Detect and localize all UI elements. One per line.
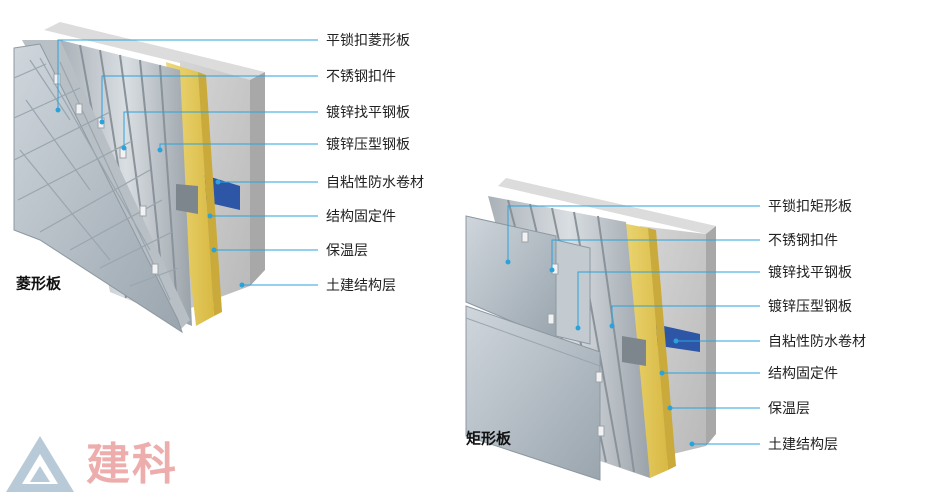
right-label-4: 自粘性防水卷材 (768, 334, 866, 350)
left-leader-2 (123, 111, 318, 148)
left-label-1: 不锈钢扣件 (326, 69, 396, 85)
right-label-2: 镀锌找平钢板 (768, 265, 852, 281)
left-concrete-face (250, 72, 265, 286)
right-clips (521, 231, 605, 437)
right-wall-diagram (465, 178, 716, 481)
left-label-7: 土建结构层 (326, 278, 396, 294)
left-concrete-top (44, 22, 265, 80)
right-leader-3 (611, 305, 760, 326)
left-label-6: 保温层 (326, 243, 368, 259)
left-label-5: 结构固定件 (326, 209, 396, 225)
right-leader-1 (551, 239, 760, 270)
right-label-5: 结构固定件 (768, 366, 838, 382)
left-rhombus-panels (13, 43, 183, 334)
right-label-7: 土建结构层 (768, 437, 838, 453)
right-leader-0 (507, 205, 760, 262)
left-label-3: 镀锌压型钢板 (326, 137, 410, 153)
left-leader-dots (55, 107, 245, 288)
left-insulation-side (198, 72, 222, 316)
triangle-logo-icon (6, 436, 74, 492)
right-leader-lines (507, 205, 760, 445)
right-label-0: 平锁扣矩形板 (768, 199, 852, 215)
left-title: 菱形板 (16, 274, 62, 293)
right-label-6: 保温层 (768, 401, 810, 417)
left-label-0: 平锁扣菱形板 (326, 33, 410, 49)
right-label-3: 镀锌压型钢板 (768, 299, 852, 315)
right-leader-2 (577, 271, 760, 328)
right-rect-panels (465, 215, 601, 481)
left-leader-lines (57, 39, 318, 286)
left-leader-0 (57, 39, 318, 110)
right-label-1: 不锈钢扣件 (768, 233, 838, 249)
right-concrete-face (706, 226, 716, 446)
left-label-4: 自粘性防水卷材 (326, 175, 424, 191)
right-title: 矩形板 (466, 429, 512, 448)
right-leader-dots (505, 259, 695, 447)
left-leader-1 (101, 75, 318, 122)
logo-text: 建科 (86, 439, 178, 490)
left-label-2: 镀锌找平钢板 (326, 105, 410, 121)
